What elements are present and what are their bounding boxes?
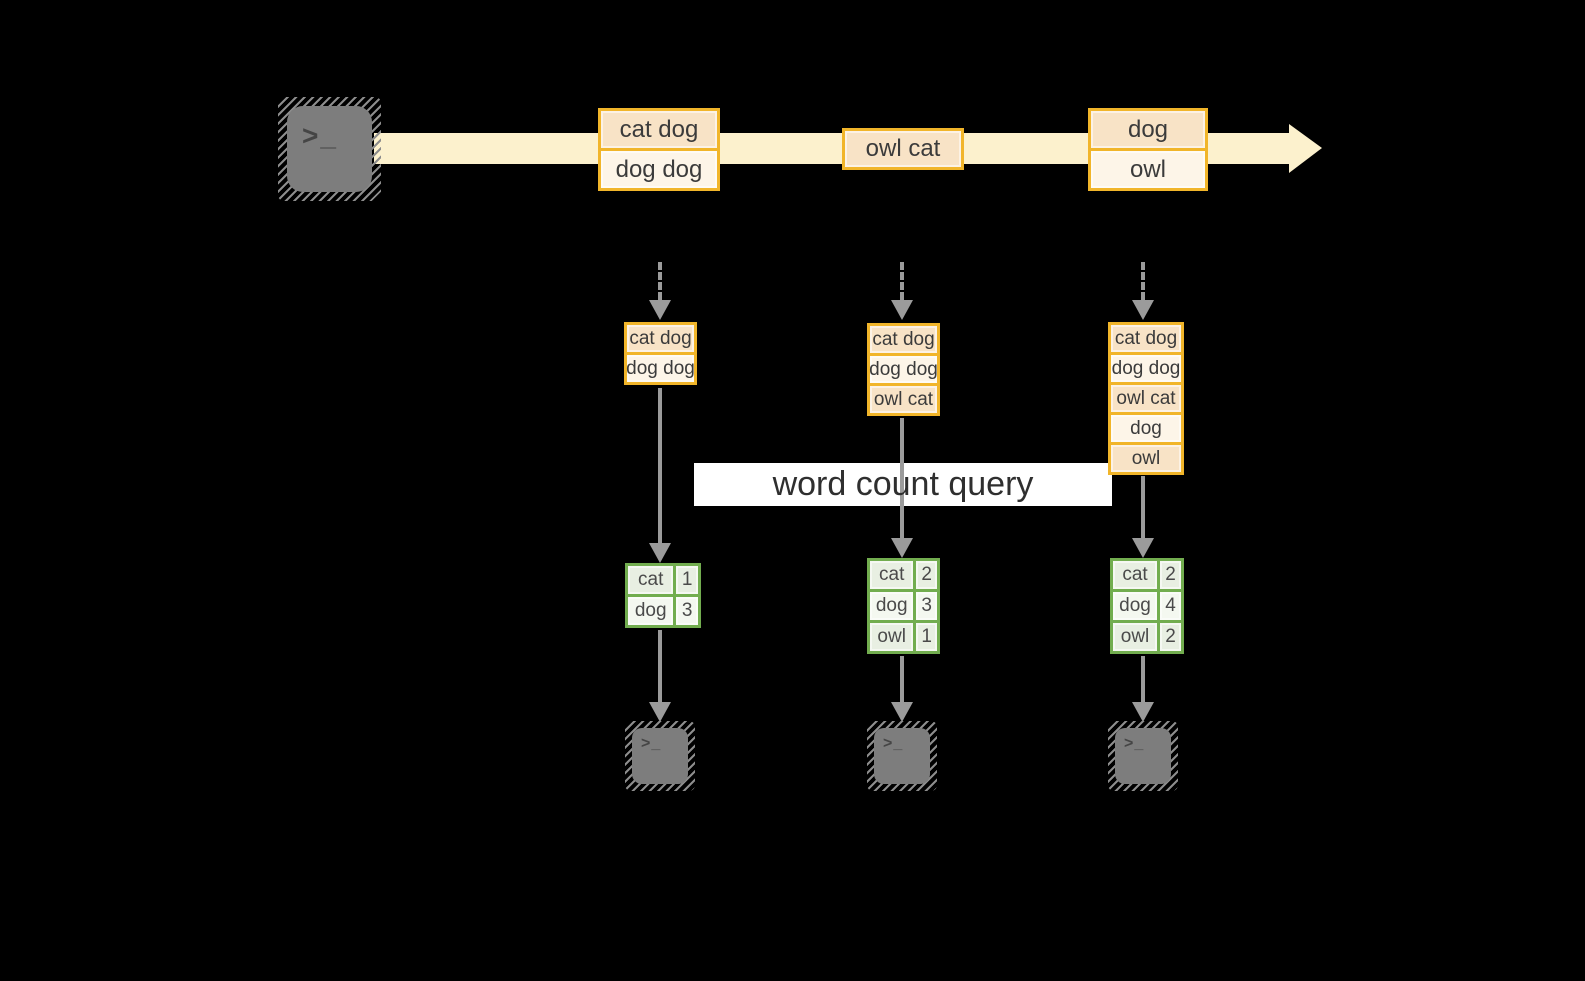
window-item: dog dog bbox=[626, 355, 695, 382]
dashed-arrow-3 bbox=[1141, 262, 1145, 300]
event-box-3: dog owl bbox=[1088, 108, 1208, 191]
count-cell: 4 bbox=[1160, 592, 1181, 620]
count-cell: 3 bbox=[676, 597, 698, 625]
result-row: cat 2 bbox=[1113, 561, 1181, 589]
event-line: dog dog bbox=[601, 151, 717, 188]
word-cell: dog bbox=[1113, 592, 1158, 620]
dashed-arrowhead-2-icon bbox=[891, 300, 913, 320]
dashed-arrow-2 bbox=[900, 262, 904, 300]
result-row: dog 3 bbox=[870, 592, 937, 620]
sink-arrowhead-1-icon bbox=[649, 702, 671, 722]
word-cell: dog bbox=[870, 592, 914, 620]
terminal-sink-1-body: >_ bbox=[632, 728, 688, 784]
terminal-prompt-glyph: >_ bbox=[641, 735, 662, 752]
window-box-2: cat dog dog dog owl cat bbox=[867, 323, 940, 416]
terminal-sink-3-icon: >_ bbox=[1108, 721, 1178, 791]
count-cell: 2 bbox=[916, 561, 937, 589]
result-row: dog 3 bbox=[628, 597, 698, 625]
result-row: owl 2 bbox=[1113, 623, 1181, 651]
terminal-source-body: >_ bbox=[287, 106, 372, 192]
window-item: owl cat bbox=[1111, 385, 1181, 412]
dashed-arrow-1 bbox=[658, 262, 662, 300]
word-cell: dog bbox=[628, 597, 674, 625]
window-item: cat dog bbox=[870, 326, 937, 353]
window-item: cat dog bbox=[1111, 325, 1181, 352]
result-table-1: cat 1 dog 3 bbox=[625, 563, 701, 628]
event-box-1: cat dog dog dog bbox=[598, 108, 720, 191]
result-row: dog 4 bbox=[1113, 592, 1181, 620]
terminal-sink-3-body: >_ bbox=[1115, 728, 1171, 784]
window-item: owl bbox=[1111, 445, 1181, 472]
terminal-prompt-glyph: >_ bbox=[302, 120, 338, 151]
word-cell: cat bbox=[628, 566, 674, 594]
result-table-2: cat 2 dog 3 owl 1 bbox=[867, 558, 940, 654]
sink-arrow-3 bbox=[1141, 656, 1145, 704]
word-cell: owl bbox=[1113, 623, 1158, 651]
window-box-1: cat dog dog dog bbox=[624, 322, 697, 385]
terminal-prompt-glyph: >_ bbox=[1124, 735, 1145, 752]
count-cell: 2 bbox=[1160, 623, 1181, 651]
dashed-arrowhead-3-icon bbox=[1132, 300, 1154, 320]
sink-arrowhead-2-icon bbox=[891, 702, 913, 722]
query-arrow-2 bbox=[900, 418, 904, 540]
sink-arrow-2 bbox=[900, 656, 904, 704]
stream-arrowhead-icon bbox=[1289, 124, 1322, 173]
window-item: dog dog bbox=[869, 356, 938, 383]
event-line: dog bbox=[1091, 111, 1205, 148]
event-line: owl cat bbox=[845, 131, 961, 167]
terminal-prompt-glyph: >_ bbox=[883, 735, 904, 752]
query-arrowhead-1-icon bbox=[649, 543, 671, 563]
terminal-source-icon: >_ bbox=[278, 97, 381, 201]
word-cell: cat bbox=[1113, 561, 1158, 589]
count-cell: 3 bbox=[916, 592, 937, 620]
sink-arrowhead-3-icon bbox=[1132, 702, 1154, 722]
word-cell: owl bbox=[870, 623, 914, 651]
window-item: dog dog bbox=[1111, 355, 1181, 382]
word-cell: cat bbox=[870, 561, 914, 589]
window-item: owl cat bbox=[870, 386, 937, 413]
terminal-sink-1-icon: >_ bbox=[625, 721, 695, 791]
dashed-arrowhead-1-icon bbox=[649, 300, 671, 320]
window-item: dog bbox=[1111, 415, 1181, 442]
count-cell: 1 bbox=[676, 566, 698, 594]
query-arrow-1 bbox=[658, 388, 662, 545]
event-line: cat dog bbox=[601, 111, 717, 148]
query-label: word count query bbox=[772, 465, 1034, 503]
window-item: cat dog bbox=[627, 325, 694, 352]
sink-arrow-1 bbox=[658, 630, 662, 704]
terminal-sink-2-body: >_ bbox=[874, 728, 930, 784]
result-table-3: cat 2 dog 4 owl 2 bbox=[1110, 558, 1184, 654]
query-arrowhead-3-icon bbox=[1132, 538, 1154, 558]
query-arrowhead-2-icon bbox=[891, 538, 913, 558]
query-arrow-3 bbox=[1141, 476, 1145, 540]
terminal-sink-2-icon: >_ bbox=[867, 721, 937, 791]
event-box-2: owl cat bbox=[842, 128, 964, 170]
count-cell: 1 bbox=[916, 623, 937, 651]
result-row: cat 1 bbox=[628, 566, 698, 594]
window-box-3: cat dog dog dog owl cat dog owl bbox=[1108, 322, 1184, 475]
result-row: cat 2 bbox=[870, 561, 937, 589]
result-row: owl 1 bbox=[870, 623, 937, 651]
event-line: owl bbox=[1091, 151, 1205, 188]
count-cell: 2 bbox=[1160, 561, 1181, 589]
